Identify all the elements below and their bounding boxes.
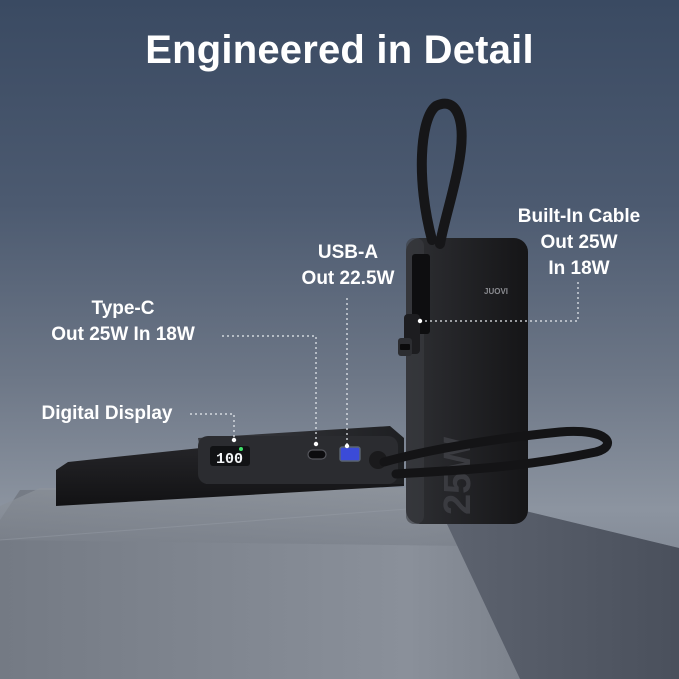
standing-power-bank: JUOVI 25W	[398, 98, 528, 524]
digital-display-callout: Digital Display	[24, 401, 190, 427]
digital-display-reading: 100	[216, 451, 243, 468]
built-in-cable-callout: Built-In Cable Out 25W In 18W	[496, 204, 662, 282]
usb-a-callout: USB-A Out 22.5W	[276, 240, 420, 292]
callout-title: Type-C	[91, 298, 155, 319]
status-led	[239, 447, 243, 451]
lying-power-bank: 100	[56, 426, 612, 506]
pedestal	[0, 488, 679, 679]
usb-a-port	[339, 446, 361, 462]
callout-title: Digital Display	[41, 403, 173, 424]
usb-c-port	[307, 449, 327, 460]
leader-lines	[190, 282, 579, 446]
callout-title: USB-A	[317, 242, 379, 263]
brand-label: JUOVI	[484, 287, 508, 296]
callout-output: Out 25W	[540, 232, 618, 253]
callout-input: In 18W	[548, 258, 610, 279]
callout-title: Built-In Cable	[517, 206, 641, 227]
callout-specs: Out 25W In 18W	[51, 324, 195, 345]
page-title: Engineered in Detail	[145, 28, 534, 72]
callout-output: Out 22.5W	[301, 268, 395, 289]
type-c-callout: Type-C Out 25W In 18W	[30, 296, 216, 348]
leader-endpoints	[231, 318, 423, 449]
